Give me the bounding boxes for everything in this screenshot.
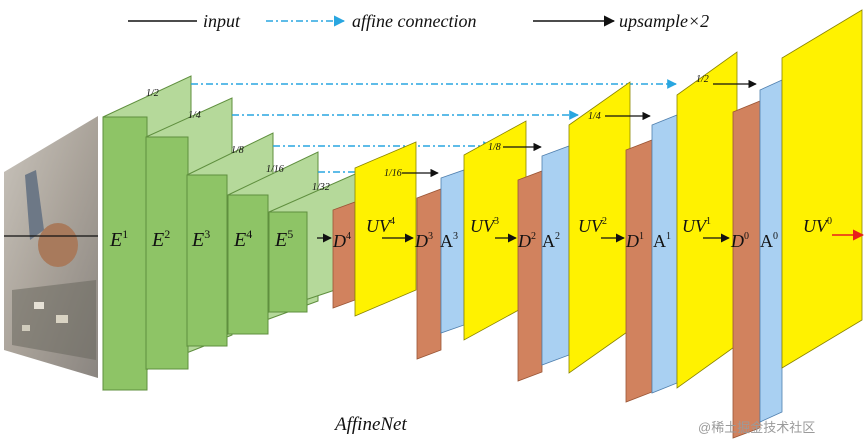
decoder-d4-label: D4 [332, 231, 351, 251]
uv2-label: UV2 [578, 216, 607, 236]
encoder-e4-label: E4 [233, 227, 252, 251]
legend-affine-label: affine connection [352, 11, 476, 31]
decoder-block-d2 [517, 170, 543, 382]
decoder-d2-label: D2 [517, 231, 536, 251]
diagram-title: AffineNet [333, 414, 407, 435]
input-image [4, 116, 98, 378]
affine-block-a2 [541, 145, 570, 366]
watermark: @稀土掘金技术社区 [698, 420, 815, 435]
uv-panel-0 [781, 9, 863, 369]
decoder-stage-3: D3 A3 UV3 [414, 120, 527, 360]
uv-panel-4 [354, 141, 417, 317]
panel-scale-1-4: 1/4 [588, 111, 601, 122]
affine-block-a0 [759, 79, 783, 423]
panel-scale-1-16: 1/16 [384, 168, 402, 179]
encoder-e1-label: E1 [109, 227, 128, 251]
uv3-label: UV3 [470, 216, 499, 236]
affine-block-a3 [440, 169, 465, 334]
decoder-stage-4: D4 UV4 [332, 141, 417, 317]
panel-scale-1-8: 1/8 [488, 142, 501, 153]
decoder-d3-label: D3 [414, 231, 433, 251]
encoder-e1-scale: 1/2 [146, 88, 159, 99]
uv1-label: UV1 [682, 216, 711, 236]
panel-scale-labels: 1/16 1/8 1/4 1/2 [384, 74, 757, 179]
encoder-e3-scale: 1/8 [231, 145, 244, 156]
encoder-e5-scale: 1/32 [312, 182, 330, 193]
legend-input-label: input [203, 11, 241, 31]
decoder-d1-label: D1 [625, 231, 644, 251]
encoder-e5-label: E5 [274, 227, 293, 251]
decoder-stage-1: D1 A1 UV1 [625, 51, 738, 403]
decoder-d0-label: D0 [730, 231, 749, 251]
uv4-label: UV4 [366, 216, 395, 236]
affine-a1-label: A1 [653, 231, 671, 251]
decoder-block-d3 [416, 188, 442, 360]
legend-upsample-label: upsample×2 [619, 11, 709, 31]
affine-a2-label: A2 [542, 231, 560, 251]
legend: input affine connection upsample×2 [128, 11, 709, 31]
affine-a0-label: A0 [760, 231, 778, 251]
encoder-e3-label: E3 [191, 227, 210, 251]
affine-a3-label: A3 [440, 231, 458, 251]
encoder-e2-label: E2 [151, 227, 170, 251]
decoder-stage-2: D2 A2 UV2 [517, 81, 631, 382]
decoder-block-d1 [625, 139, 653, 403]
affine-block-a1 [651, 114, 678, 394]
encoder-e4-scale: 1/16 [266, 164, 284, 175]
decoder-block-d0 [732, 100, 761, 439]
decoder-stage-0: D0 A0 UV0 [730, 9, 863, 439]
uv0-label: UV0 [803, 216, 832, 236]
encoder-e2-scale: 1/4 [188, 110, 201, 121]
panel-scale-1-2: 1/2 [696, 74, 709, 85]
decoder-block-d4 [332, 201, 356, 309]
